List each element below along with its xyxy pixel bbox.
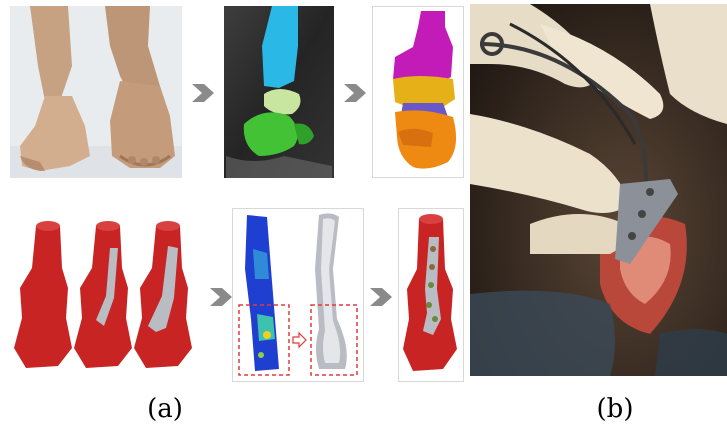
plate-variants-illustration xyxy=(6,208,204,380)
arrow-right-icon xyxy=(208,286,234,308)
caption-a: (a) xyxy=(135,394,195,424)
plate-design-variants xyxy=(6,208,204,380)
fea-and-plate-panel xyxy=(232,208,364,382)
ct-segmentation xyxy=(224,6,334,178)
caption-b: (b) xyxy=(585,394,645,424)
deformed-feet-photo xyxy=(10,6,182,178)
arrow-right-icon xyxy=(342,82,368,104)
fea-plate-illustration xyxy=(233,209,363,381)
surgery-photo xyxy=(470,4,727,376)
arrow-right-icon xyxy=(368,286,394,308)
arrow-right-icon xyxy=(190,82,216,104)
3d-bone-reconstruction xyxy=(372,6,464,178)
surgery-illustration xyxy=(470,4,727,376)
3d-bone-illustration xyxy=(373,7,463,177)
ct-scan-illustration xyxy=(224,6,334,178)
plate-on-bone-illustration xyxy=(399,209,463,381)
feet-illustration xyxy=(10,6,182,178)
plate-on-bone-model xyxy=(398,208,464,382)
